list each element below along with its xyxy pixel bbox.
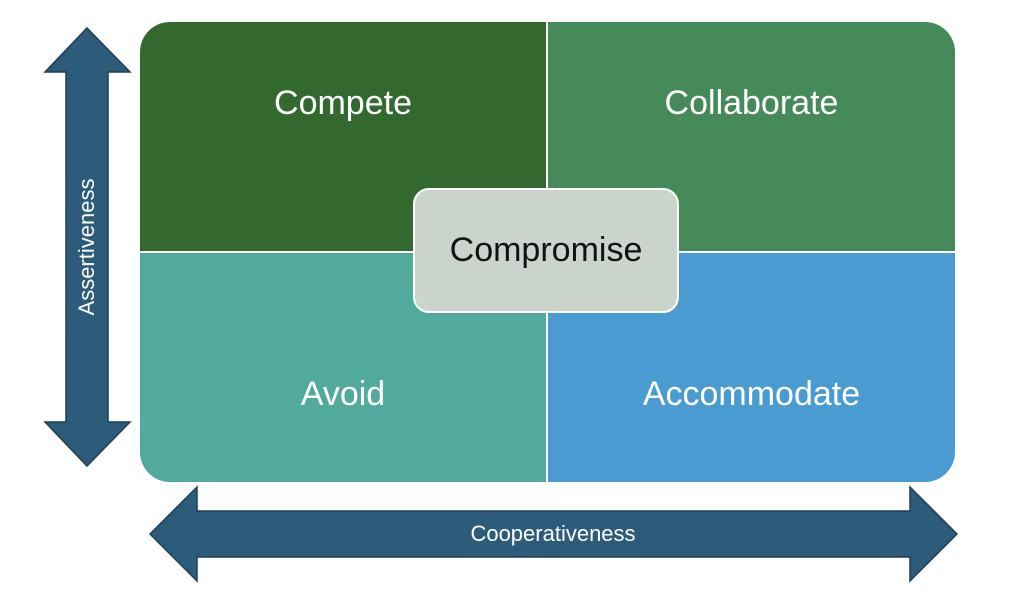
assertiveness-label: Assertiveness (74, 178, 99, 316)
quadrant-label: Accommodate (642, 375, 861, 413)
compromise-box: Compromise (413, 188, 679, 313)
quadrant-label: Avoid (300, 375, 386, 413)
assertiveness-arrow (43, 26, 132, 468)
cooperativeness-arrow (148, 485, 959, 583)
quadrant-label: Compete (274, 84, 412, 122)
cooperativeness-label: Cooperativeness (470, 521, 636, 546)
quadrant-label: Collaborate (664, 84, 839, 122)
